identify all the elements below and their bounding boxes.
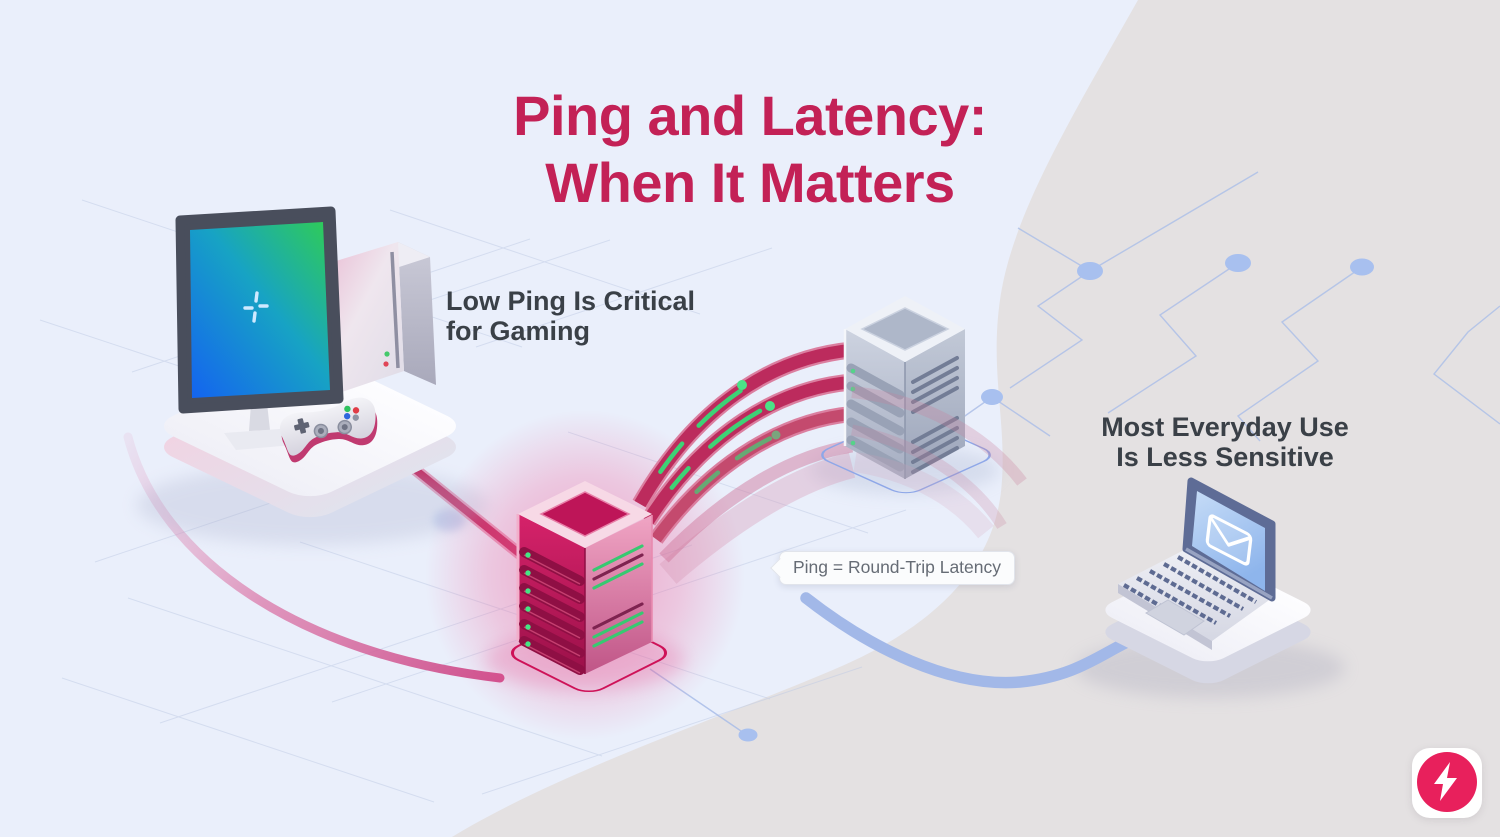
orbit-arc	[123, 432, 505, 683]
laptop-hinge	[1185, 547, 1273, 600]
server-slots	[846, 363, 905, 472]
game-console	[323, 242, 436, 396]
faded-cable-tails	[850, 386, 1027, 539]
server-slots	[519, 547, 585, 675]
latency-tooltip-text: Ping = Round-Trip Latency	[793, 557, 1002, 577]
page-title: Ping and Latency: When It Matters	[375, 82, 1125, 216]
monitor-screen	[190, 222, 330, 398]
gamepad-dpad	[294, 418, 310, 434]
everyday-caption-line-2: Is Less Sensitive	[1116, 441, 1334, 472]
server-vents	[592, 544, 644, 648]
server-vents	[911, 356, 959, 474]
network-server-illustration	[821, 296, 991, 494]
gamepad-buttons	[343, 405, 360, 421]
title-line-2: When It Matters	[545, 151, 955, 214]
console-status-led	[383, 361, 389, 367]
crosshair-icon	[243, 291, 269, 323]
latency-tooltip: Ping = Round-Trip Latency	[779, 551, 1016, 585]
packet-dashes	[637, 347, 855, 542]
laptop-trackpad	[1145, 599, 1205, 636]
gaming-caption-line-2: for Gaming	[446, 315, 591, 346]
title-line-1: Ping and Latency:	[513, 84, 987, 147]
everyday-caption: Most Everyday Use Is Less Sensitive	[1072, 412, 1378, 472]
envelope-icon	[1205, 514, 1253, 566]
laptop-illustration	[1105, 477, 1311, 684]
packet-heads	[737, 380, 781, 440]
everyday-cable	[800, 592, 1146, 689]
gaming-caption-line-1: Low Ping Is Critical	[446, 286, 696, 316]
server-led-lights	[525, 552, 531, 647]
everyday-caption-line-1: Most Everyday Use	[1101, 412, 1349, 442]
gaming-setup-illustration	[164, 206, 456, 518]
gamepad	[280, 397, 378, 463]
laptop-keys	[1122, 555, 1258, 625]
server-led-lights	[850, 368, 856, 446]
game-server-illustration	[516, 481, 653, 675]
network-nodes	[738, 254, 1374, 742]
console-power-led	[384, 351, 390, 357]
gaming-caption: Low Ping Is Critical for Gaming	[446, 286, 696, 346]
brand-logo	[1412, 748, 1482, 818]
ping-cables	[632, 341, 856, 584]
lightning-bolt-icon	[1417, 752, 1477, 812]
